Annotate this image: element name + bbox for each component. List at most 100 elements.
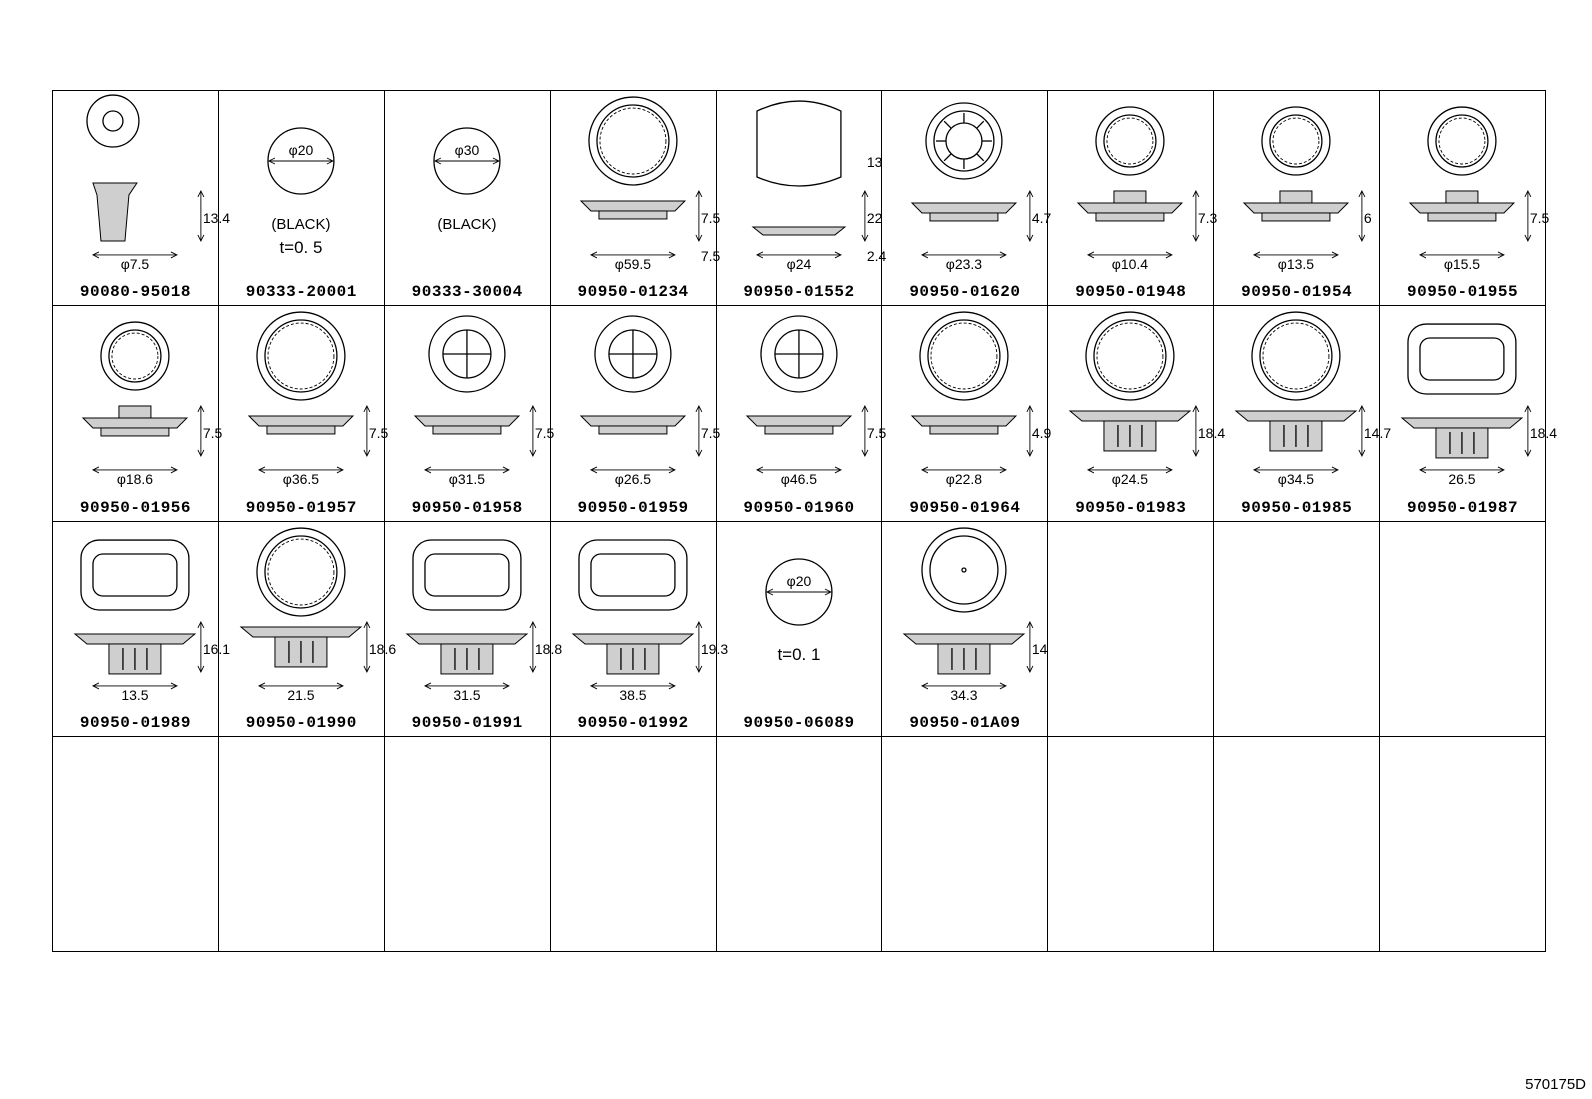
height-label: 4.9 [1032,425,1052,441]
width-label: φ15.5 [1444,256,1480,272]
empty-cell [218,736,385,952]
part-cell: 13.4 φ7.5 90080-95018 [53,91,230,307]
part-drawing: 6 φ13.5 [1242,106,1372,272]
part-number: 90950-01955 [1406,283,1519,302]
part-number: 90950-01987 [1406,498,1519,517]
part-number: 90950-01948 [1075,283,1187,302]
part-cell: 7.5 φ18.6 90950-01956 [53,306,223,522]
part-cell: φ30(BLACK)90333-30004 [384,91,551,307]
part-number: 90950-01959 [577,498,689,517]
note-label: t=0. 5 [279,238,322,257]
note-label: (BLACK) [437,216,496,233]
height-label: 13.4 [203,210,230,226]
height-label: 6 [1364,210,1372,226]
part-number: 90950-01983 [1075,498,1187,517]
width-label: 38.5 [619,686,646,702]
part-drawing: 7.5 φ36.5 [247,311,388,487]
part-drawing: 7.5 φ15.5 [1408,106,1550,272]
height-label: 7.5 [1530,210,1550,226]
part-number: 90950-01990 [245,713,357,732]
part-drawing: 19.338.5 [571,538,728,702]
width-label: φ18.6 [117,471,153,487]
width-label: 21.5 [287,686,314,702]
part-number: 90950-01992 [577,713,689,732]
figure-id: 570175D [1525,1076,1586,1093]
width-label: φ22.8 [946,471,983,487]
part-drawing: φ20 (BLACK) t=0. 5 [267,127,335,257]
width-label: φ13.5 [1278,256,1315,272]
height-label: 4.7 [1032,210,1052,226]
empty-cell [1380,521,1546,737]
part-drawing: 7.5 φ46.5 [745,315,886,487]
part-cell: 7.5 φ15.5 90950-01955 [1380,91,1550,307]
height-label: 16.1 [203,640,230,656]
height-label: 18.4 [1530,425,1557,441]
part-number: 90950-01954 [1241,283,1353,302]
part-number: 90950-06089 [743,713,855,732]
part-drawing: 16.113.5 [73,538,230,702]
part-drawing: 18.6 21.5 [239,526,396,702]
height-label: 7.5 [866,425,886,441]
width-label: φ46.5 [780,471,817,487]
part-drawing: 18.4 26.5 [1400,323,1557,487]
width-label: φ24.5 [1112,471,1149,487]
part-cell: 6 φ13.5 90950-01954 [1214,91,1381,307]
part-number: 90950-01960 [743,498,855,517]
height-label: 7.5 [369,425,389,441]
width-label: φ7.5 [121,256,150,272]
empty-cell [1214,736,1381,952]
part-number: 90950-01552 [743,283,855,302]
note-label: (BLACK) [271,216,330,233]
width-label: φ36.5 [283,471,320,487]
part-number: 90080-95018 [79,283,191,302]
dimension-label: 2.4 [866,248,886,264]
part-number: 90950-01956 [79,498,191,517]
part-cell: 18.4 26.5 90950-01987 [1380,306,1557,522]
diameter-label: φ30 [454,142,479,158]
width-label: φ31.5 [449,471,486,487]
width-label: φ59.5 [614,256,651,272]
height-label: 18.6 [369,640,396,656]
part-number: 90950-01985 [1241,498,1353,517]
dimension-label: 13 [866,154,882,170]
empty-cell [550,736,717,952]
part-drawing: 4.9 φ22.8 [911,311,1052,487]
height-label: 14 [1032,640,1048,656]
part-number: 90950-01964 [909,498,1021,517]
empty-cell [384,736,551,952]
height-label: 7.5 [203,425,223,441]
empty-cell [882,736,1049,952]
part-cell: 7.5 φ46.5 90950-01960 [716,306,886,522]
diameter-label: φ20 [786,573,811,589]
part-drawing: 7.5 φ18.6 [81,321,223,487]
part-number: 90950-01958 [411,498,523,517]
part-cell: 4.9 φ22.8 90950-01964 [882,306,1052,522]
part-number: 90950-01991 [411,713,523,732]
width-label: φ24 [786,256,811,272]
part-number: 90950-01989 [79,713,191,732]
empty-cell [1048,736,1215,952]
part-drawing: 18.831.5 [405,538,562,702]
diameter-label: φ20 [289,142,314,158]
height-label: 7.5 [701,425,721,441]
width-label: 26.5 [1448,471,1475,487]
